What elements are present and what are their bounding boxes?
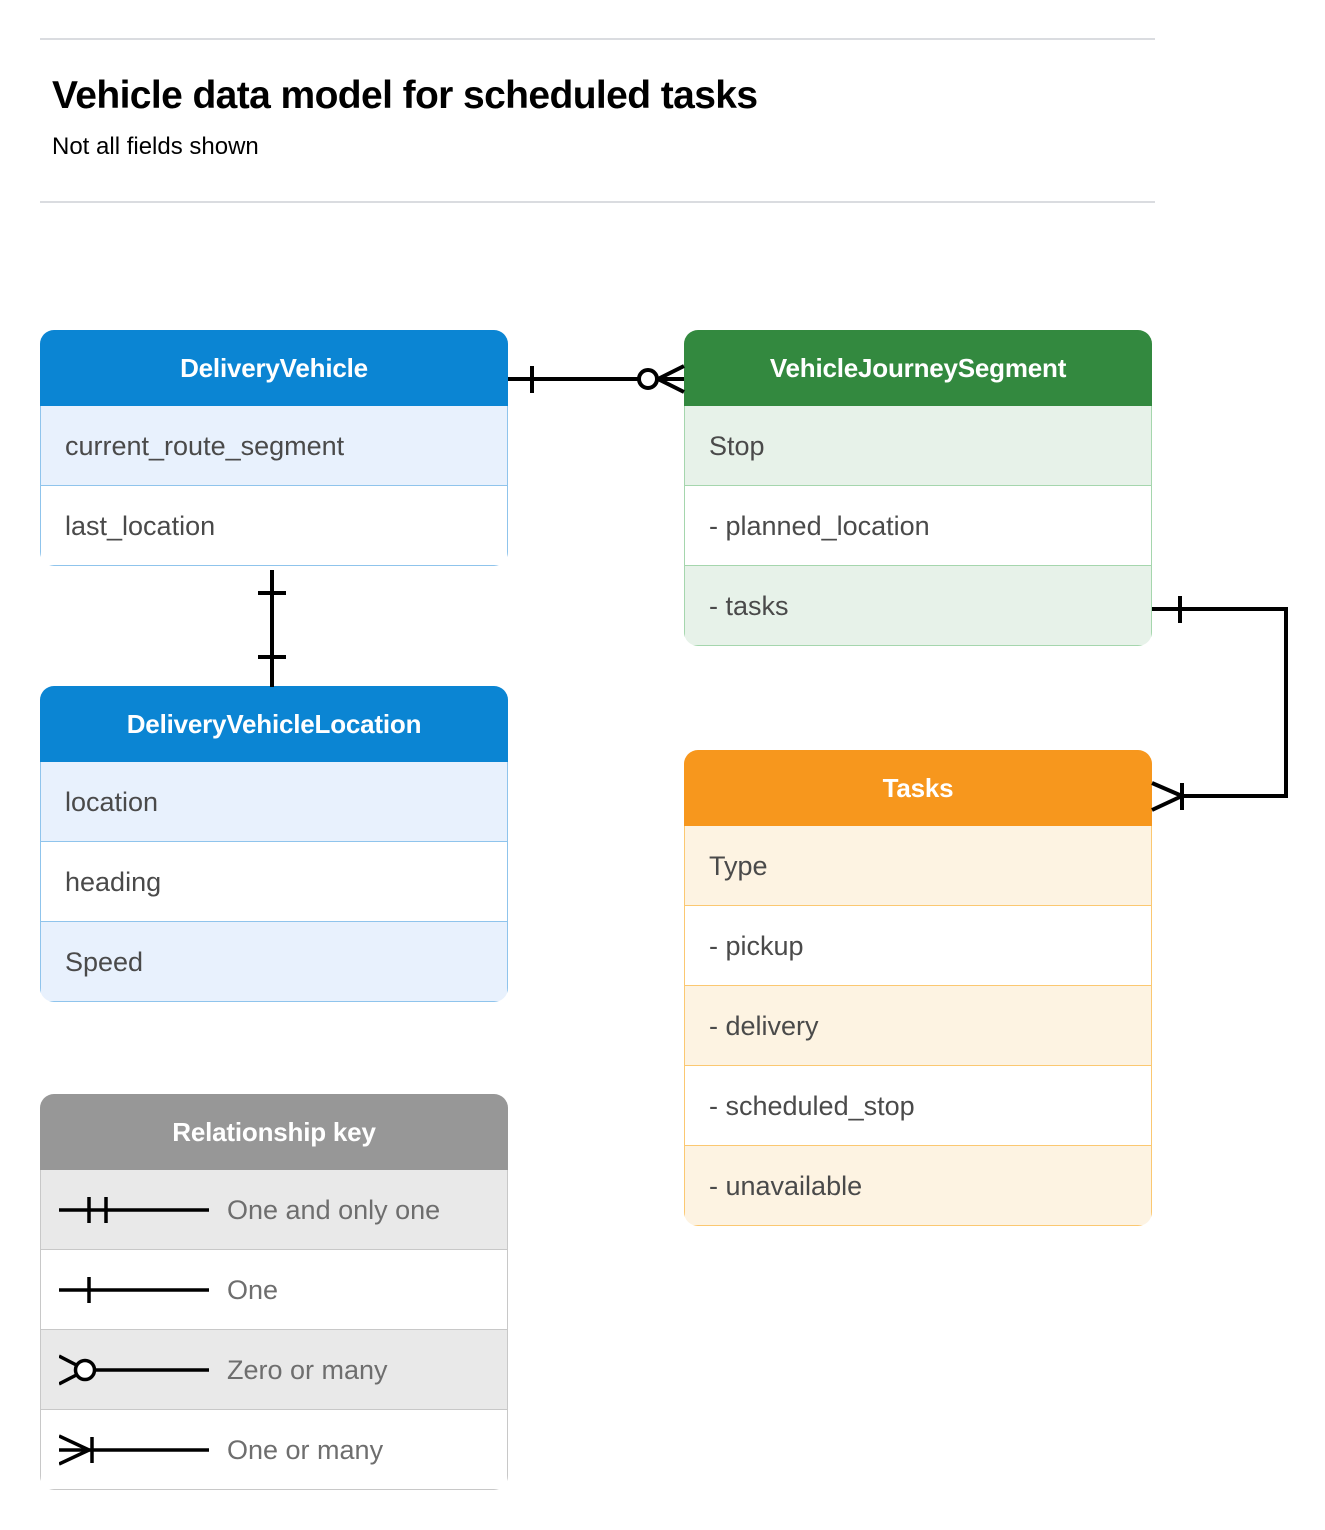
entity-field-row: - scheduled_stop <box>684 1066 1152 1146</box>
entity-vehicle-journey-segment[interactable]: VehicleJourneySegment Stop - planned_loc… <box>684 330 1152 646</box>
page-title: Vehicle data model for scheduled tasks <box>52 74 758 117</box>
entity-field-row: Speed <box>40 922 508 1002</box>
one-icon <box>59 1276 209 1303</box>
entity-delivery-vehicle[interactable]: DeliveryVehicle current_route_segment la… <box>40 330 508 566</box>
legend-header: Relationship key <box>40 1094 508 1170</box>
page-subtitle: Not all fields shown <box>52 133 259 160</box>
legend-item-label: One or many <box>227 1435 384 1465</box>
legend-item-one-and-only-one: One and only one <box>40 1170 508 1250</box>
legend-item-one-or-many: One or many <box>40 1410 508 1490</box>
one-or-many-icon <box>59 1433 209 1466</box>
entity-header-tasks: Tasks <box>684 750 1152 826</box>
entity-field-row: Stop <box>684 406 1152 486</box>
entity-field-row: last_location <box>40 486 508 566</box>
one-and-only-one-icon <box>59 1196 209 1223</box>
legend-item-zero-or-many: Zero or many <box>40 1330 508 1410</box>
relationship-key-legend: Relationship key One and only one One Ze… <box>40 1094 508 1490</box>
entity-field-row: location <box>40 762 508 842</box>
connector-vehicle-to-segment <box>508 364 685 394</box>
header-divider-bottom <box>40 201 1155 203</box>
connector-vehicle-to-location <box>258 570 286 687</box>
entity-field-row: current_route_segment <box>40 406 508 486</box>
entity-field-row: - delivery <box>684 986 1152 1066</box>
header-divider-top <box>40 38 1155 40</box>
entity-delivery-vehicle-location[interactable]: DeliveryVehicleLocation location heading… <box>40 686 508 1002</box>
entity-field-row: - pickup <box>684 906 1152 986</box>
legend-item-label: One <box>227 1275 279 1305</box>
legend-item-label: Zero or many <box>227 1355 388 1385</box>
entity-field-row: - unavailable <box>684 1146 1152 1226</box>
entity-field-row: heading <box>40 842 508 922</box>
connector-segment-to-tasks <box>1151 596 1288 812</box>
entity-field-row: - tasks <box>684 566 1152 646</box>
entity-field-row: - planned_location <box>684 486 1152 566</box>
legend-item-label: One and only one <box>227 1195 441 1225</box>
entity-field-row: Type <box>684 826 1152 906</box>
zero-or-many-icon <box>59 1353 209 1386</box>
legend-item-one: One <box>40 1250 508 1330</box>
entity-header-delivery-vehicle-location: DeliveryVehicleLocation <box>40 686 508 762</box>
entity-header-vehicle-journey-segment: VehicleJourneySegment <box>684 330 1152 406</box>
entity-header-delivery-vehicle: DeliveryVehicle <box>40 330 508 406</box>
entity-tasks[interactable]: Tasks Type - pickup - delivery - schedul… <box>684 750 1152 1226</box>
